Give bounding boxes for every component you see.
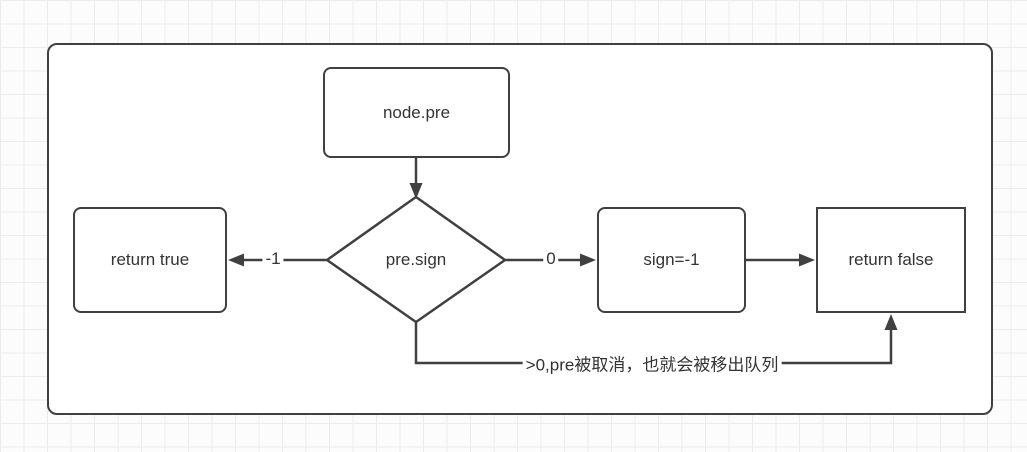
decision-diamond-shape[interactable] — [325, 195, 507, 324]
node-node-pre[interactable]: node.pre — [323, 67, 510, 158]
edge-presign-to-signneg1[interactable] — [505, 253, 596, 267]
node-sign-neg1-label: sign=-1 — [643, 250, 700, 269]
node-sign-neg1[interactable]: sign=-1 — [597, 207, 746, 313]
edge-label-zero[interactable]: 0 — [543, 249, 559, 269]
decision-label-text: pre.sign — [385, 250, 447, 269]
node-return-false[interactable]: return false — [816, 207, 966, 313]
edge-label-minus1[interactable]: -1 — [262, 249, 284, 269]
decision-diamond-label[interactable]: pre.sign — [386, 250, 446, 270]
node-return-true[interactable]: return true — [73, 207, 227, 313]
edge-signneg1-to-returnfalse[interactable] — [746, 253, 815, 267]
node-return-false-label: return false — [848, 250, 934, 269]
node-node-pre-label: node.pre — [382, 102, 451, 122]
edge-nodepre-to-presign[interactable] — [409, 158, 423, 199]
edge-presign-to-returntrue[interactable] — [228, 253, 327, 267]
edge-label-greater-than-zero[interactable]: >0,pre被取消，也就会被移出队列 — [522, 350, 782, 376]
node-return-true-label: return true — [110, 250, 190, 269]
